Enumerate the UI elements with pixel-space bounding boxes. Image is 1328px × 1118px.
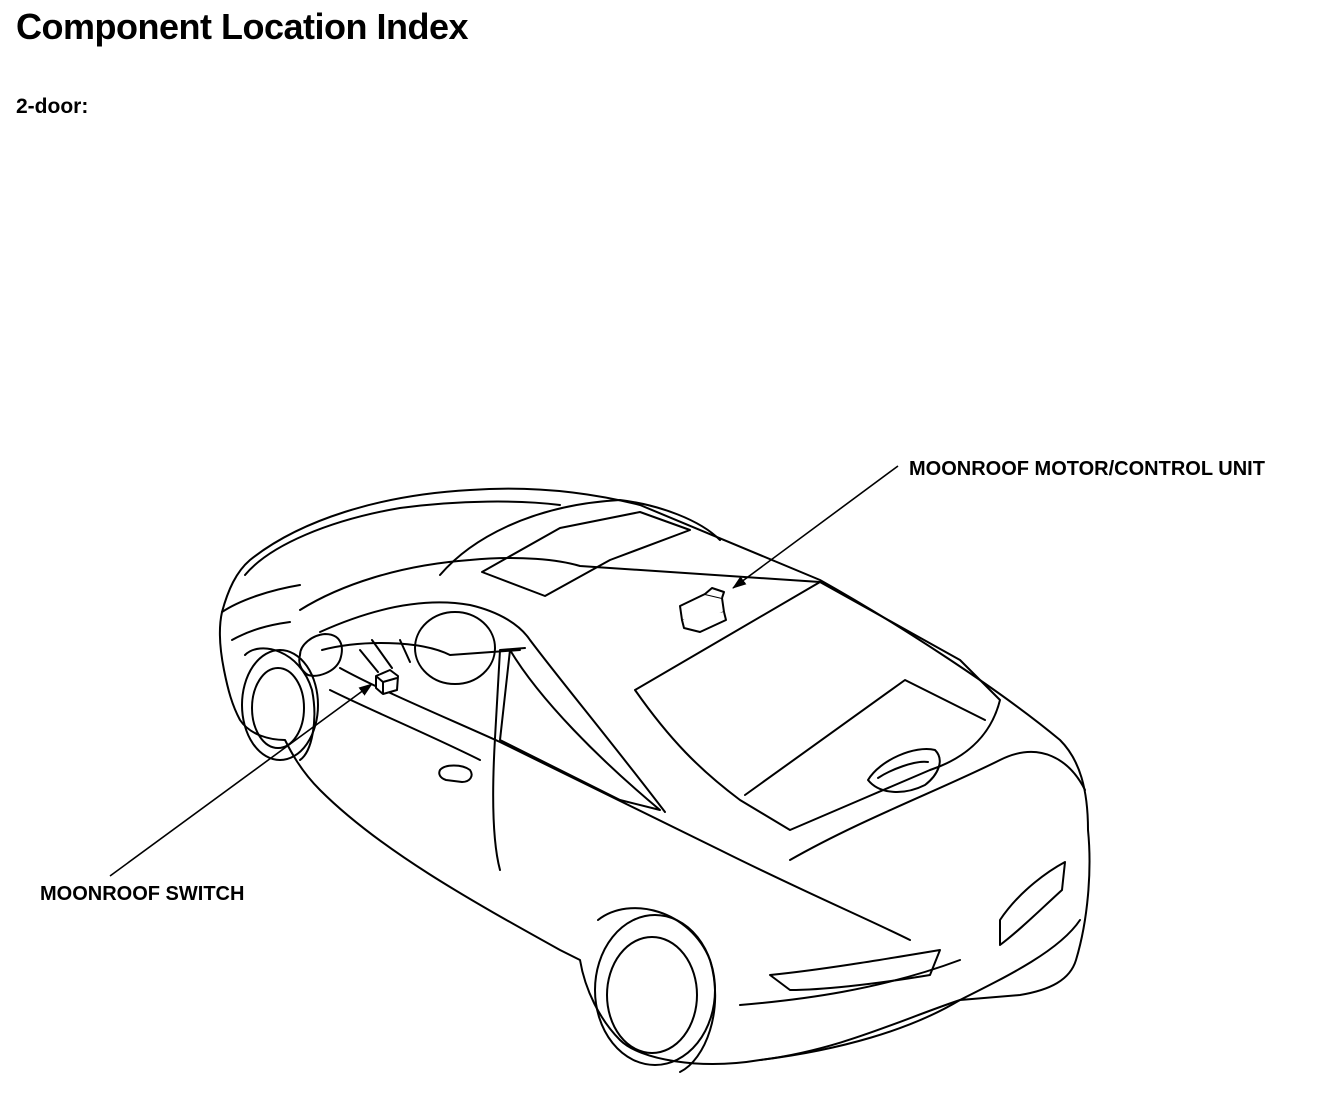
page-title: Component Location Index [16, 6, 469, 47]
car-body-outline [218, 487, 1091, 1073]
leader-lines [109, 465, 899, 877]
moonroof-motor-unit-shape [679, 587, 727, 633]
callout-switch: MOONROOF SWITCH [40, 883, 244, 905]
callout-motor-unit: MOONROOF MOTOR/CONTROL UNIT [909, 458, 1265, 480]
switch-leader [109, 683, 373, 877]
variant-label: 2-door: [16, 95, 89, 118]
moonroof-switch-shape [375, 669, 399, 695]
motor-unit-leader [732, 465, 899, 589]
